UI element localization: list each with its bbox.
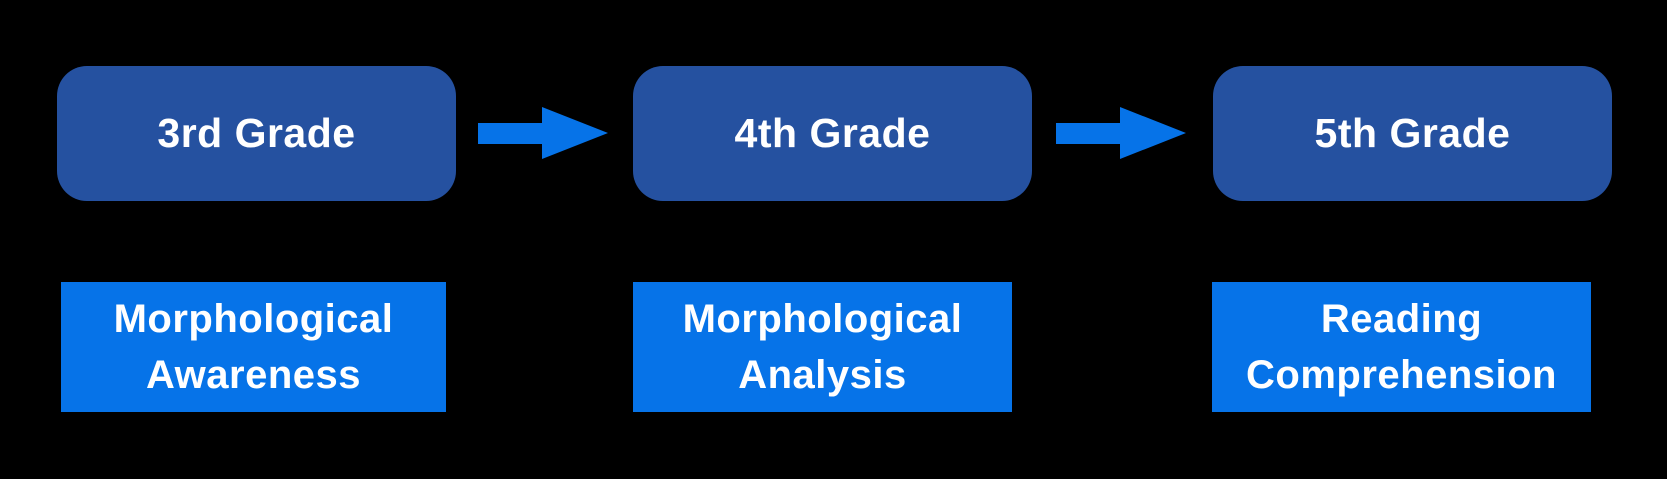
skill-label-line: Comprehension (1246, 353, 1557, 397)
grade-box-5th: 5th Grade (1213, 66, 1612, 201)
skill-label-line: Morphological (682, 297, 963, 341)
arrow-right-icon (1056, 107, 1186, 159)
skill-box-morphological-awareness: Morphological Awareness (61, 282, 446, 412)
grade-label-5th: 5th Grade (1314, 110, 1511, 156)
grade-box-4th: 4th Grade (633, 66, 1032, 201)
skill-label-line: Morphological (113, 297, 394, 341)
skill-label-line: Analysis (738, 353, 907, 397)
skill-box-reading-comprehension: Reading Comprehension (1212, 282, 1591, 412)
grade-box-3rd: 3rd Grade (57, 66, 456, 201)
arrow-right-icon (478, 107, 608, 159)
grade-label-4th: 4th Grade (734, 110, 931, 156)
skill-label-line: Awareness (145, 353, 361, 397)
skill-label-line: Reading (1320, 297, 1483, 341)
skill-box-morphological-analysis: Morphological Analysis (633, 282, 1012, 412)
grade-label-3rd: 3rd Grade (157, 110, 356, 156)
